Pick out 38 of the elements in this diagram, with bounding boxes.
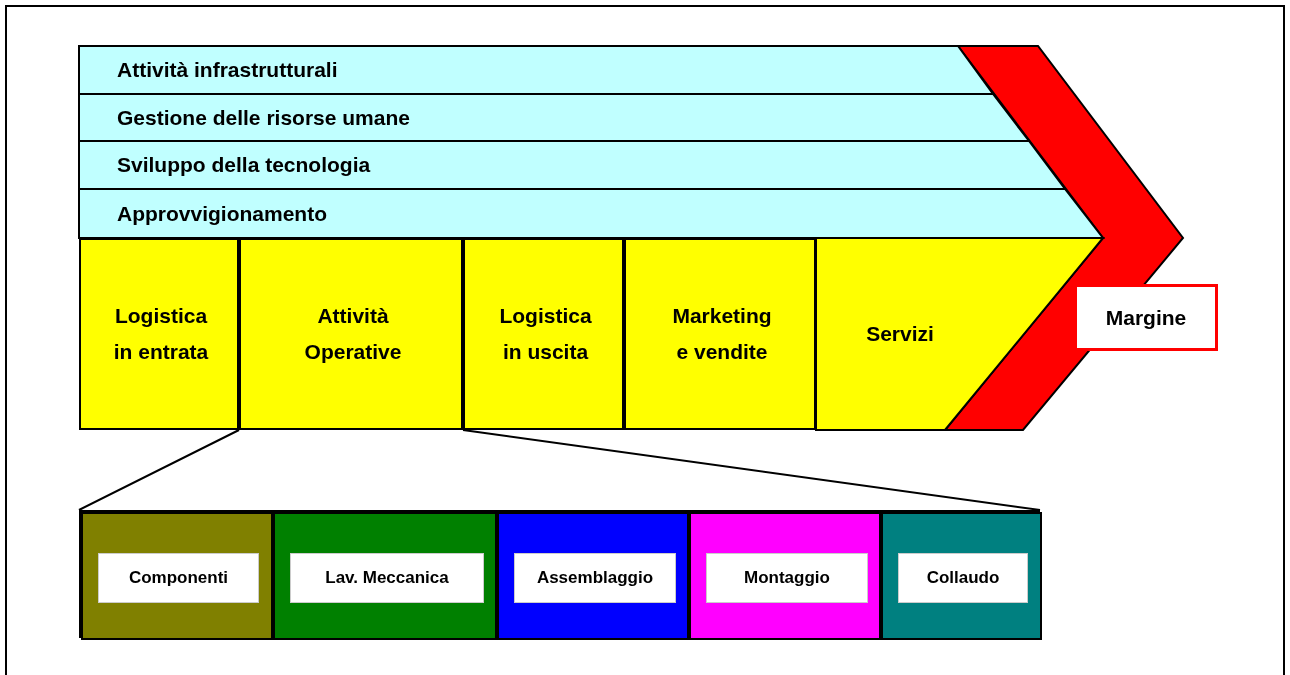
band-label: Sviluppo della tecnologia	[117, 153, 371, 177]
activity-label: Servizi	[865, 321, 935, 347]
margin-box	[1074, 284, 1218, 351]
band-label: Approvvigionamento	[117, 201, 327, 226]
support-activity-band	[79, 94, 1029, 141]
support-activity-band	[79, 189, 1103, 238]
activity-label: Logistica in entrata	[112, 303, 210, 365]
support-activity-band	[79, 141, 1065, 189]
process-step-box	[689, 512, 881, 640]
step-label-box	[290, 553, 484, 603]
band-label: Attività infrastrutturali	[117, 58, 338, 82]
primary-activity-box	[816, 238, 1103, 430]
primary-activity-box	[624, 238, 816, 430]
step-label-box	[898, 553, 1028, 603]
process-step-box	[497, 512, 689, 640]
expansion-line	[78, 429, 240, 511]
primary-activity-box	[239, 238, 463, 430]
primary-activity-box	[463, 238, 624, 430]
activity-label: Lav. Meccanica	[324, 568, 450, 588]
activity-label: Marketing e vendite	[671, 303, 773, 365]
activity-label: Montaggio	[743, 568, 831, 588]
step-label-box	[98, 553, 259, 603]
support-activity-band	[79, 46, 993, 94]
activity-label: Assemblaggio	[535, 568, 655, 588]
band-label: Gestione delle risorse umane	[117, 105, 410, 130]
step-label-box	[706, 553, 868, 603]
process-step-box	[881, 512, 1042, 640]
activity-label: Componenti	[127, 568, 230, 588]
primary-activity-box	[79, 238, 239, 430]
activity-label: Collaudo	[925, 568, 1001, 588]
activity-label: Attività Operative	[303, 303, 403, 365]
process-step-box	[273, 512, 497, 640]
step-label-box	[514, 553, 676, 603]
process-strip	[79, 510, 1040, 638]
expansion-line	[462, 429, 1041, 511]
activity-label: Margine	[1104, 305, 1188, 330]
process-step-box	[81, 512, 273, 640]
activity-label: Logistica in uscita	[498, 303, 593, 365]
